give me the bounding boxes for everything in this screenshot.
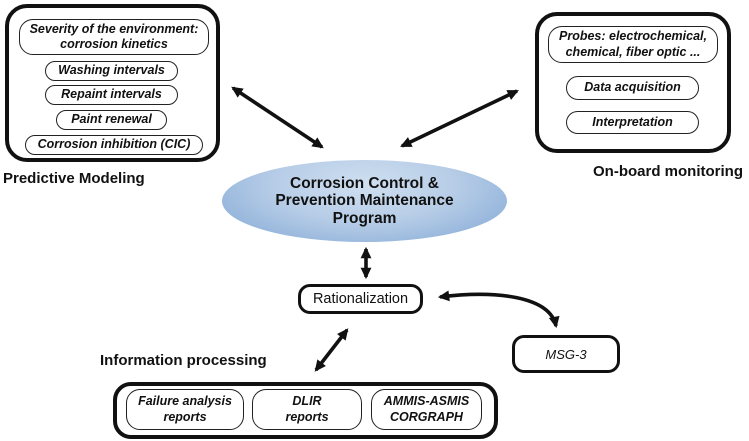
predictive-item-washing[interactable]: Washing intervals: [45, 61, 178, 81]
predictive-item-cic[interactable]: Corrosion inhibition (CIC): [25, 135, 203, 155]
onboard-item-data-acquisition[interactable]: Data acquisition: [566, 76, 699, 100]
arrow-rationalization-infoprocessing: [314, 328, 349, 372]
arrow-predictive-center: [231, 86, 324, 149]
onboard-item-interpretation[interactable]: Interpretation: [566, 111, 699, 134]
msg3-box[interactable]: MSG-3: [512, 335, 620, 373]
info-item-failure-analysis[interactable]: Failure analysis reports: [126, 389, 244, 430]
rationalization-box[interactable]: Rationalization: [298, 284, 423, 314]
predictive-modeling-label: Predictive Modeling: [3, 170, 145, 187]
info-item-ammis-asmis-corgraph[interactable]: AMMIS-ASMIS CORGRAPH: [371, 389, 482, 430]
predictive-item-repaint[interactable]: Repaint intervals: [45, 85, 178, 105]
arrow-onboard-center: [400, 89, 519, 148]
onboard-monitoring-label: On-board monitoring: [593, 163, 743, 180]
arrow-rationalization-msg3: [437, 290, 560, 329]
onboard-item-probes[interactable]: Probes: electrochemical, chemical, fiber…: [548, 26, 718, 63]
information-processing-label: Information processing: [100, 352, 267, 369]
predictive-item-severity[interactable]: Severity of the environment: corrosion k…: [19, 19, 209, 55]
center-ellipse[interactable]: Corrosion Control & Prevention Maintenan…: [222, 160, 507, 242]
predictive-item-paint-renewal[interactable]: Paint renewal: [56, 110, 167, 130]
info-item-dlir-reports[interactable]: DLIR reports: [252, 389, 362, 430]
